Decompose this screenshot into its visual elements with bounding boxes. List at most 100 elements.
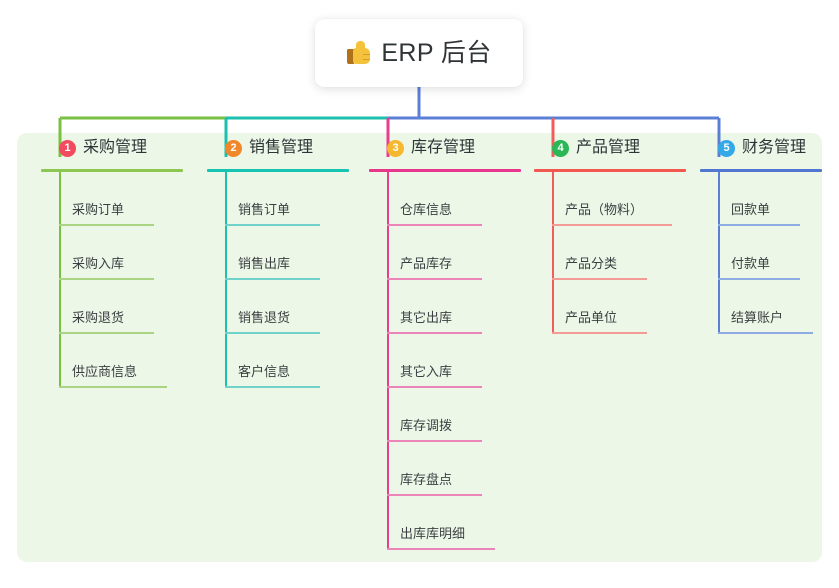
branch-item-label: 库存调拨 (400, 418, 453, 433)
branch-item-label: 销售出库 (238, 256, 291, 271)
branch-title-2: 销售管理 (249, 139, 314, 156)
branch-item-rule (552, 224, 672, 226)
branch-item-label: 回款单 (731, 202, 771, 217)
branch-item[interactable]: 供应商信息 (37, 334, 197, 388)
branch-column-2: 2 销售管理销售订单销售出库销售退货客户信息 (203, 133, 363, 388)
branch-item[interactable]: 客户信息 (203, 334, 363, 388)
branch-item-rule (387, 494, 482, 496)
branch-item[interactable]: 仓库信息 (365, 172, 535, 226)
branch-item-label: 结算账户 (731, 310, 784, 325)
branch-item-rule (718, 278, 800, 280)
branch-badge-2: 2 (225, 139, 242, 157)
branch-spine-1 (59, 172, 61, 388)
branch-items-1: 采购订单采购入库采购退货供应商信息 (37, 172, 197, 388)
branch-spine-3 (387, 172, 389, 550)
branch-item[interactable]: 产品单位 (530, 280, 700, 334)
branch-item-rule (552, 278, 647, 280)
branch-item[interactable]: 库存盘点 (365, 442, 535, 496)
branch-item-rule (59, 332, 154, 334)
branch-header-2[interactable]: 2 销售管理 (203, 133, 363, 163)
branch-badge-1: 1 (59, 139, 76, 157)
branch-item-label: 销售订单 (238, 202, 291, 217)
branch-title-5: 财务管理 (742, 139, 807, 156)
branch-item[interactable]: 销售退货 (203, 280, 363, 334)
branch-item-rule (552, 332, 647, 334)
branch-item[interactable]: 销售出库 (203, 226, 363, 280)
branch-item[interactable]: 采购订单 (37, 172, 197, 226)
branch-spine-2 (225, 172, 227, 388)
branch-item-rule (59, 224, 154, 226)
branch-item-rule (387, 386, 482, 388)
branch-item-label: 客户信息 (238, 364, 291, 379)
branch-item-rule (387, 440, 482, 442)
branch-item[interactable]: 结算账户 (696, 280, 836, 334)
branch-items-2: 销售订单销售出库销售退货客户信息 (203, 172, 363, 388)
branch-title-4: 产品管理 (576, 139, 641, 156)
branch-item-label: 采购退货 (72, 310, 125, 325)
branch-item-label: 产品（物料） (565, 202, 644, 217)
branch-item-rule (387, 278, 482, 280)
branch-rule-5 (700, 169, 822, 172)
branch-items-3: 仓库信息产品库存其它出库其它入库库存调拨库存盘点出库库明细 (365, 172, 535, 550)
branch-items-4: 产品（物料） 产品分类产品单位 (530, 172, 700, 334)
branch-item[interactable]: 采购退货 (37, 280, 197, 334)
branch-header-3[interactable]: 3 库存管理 (365, 133, 535, 163)
branch-item-rule (718, 332, 813, 334)
branch-badge-5: 5 (718, 139, 735, 157)
root-node-content: ERP 后台 (346, 40, 491, 66)
thumbs-up-icon (346, 40, 372, 66)
branch-rule-1 (41, 169, 183, 172)
branch-title-3: 库存管理 (411, 139, 476, 156)
branch-item-label: 供应商信息 (72, 364, 138, 379)
branch-item[interactable]: 产品（物料） (530, 172, 700, 226)
branch-item[interactable]: 库存调拨 (365, 388, 535, 442)
branch-header-5[interactable]: 5 财务管理 (696, 133, 836, 163)
branch-item-label: 产品单位 (565, 310, 618, 325)
branch-item-rule (225, 332, 320, 334)
branch-item-label: 其它出库 (400, 310, 453, 325)
branch-item-rule (387, 332, 482, 334)
branch-badge-3: 3 (387, 139, 404, 157)
branch-item[interactable]: 其它入库 (365, 334, 535, 388)
branch-column-1: 1 采购管理采购订单采购入库采购退货供应商信息 (37, 133, 197, 388)
branch-item-label: 产品分类 (565, 256, 618, 271)
branch-columns: 1 采购管理采购订单采购入库采购退货供应商信息 2 销售管理销售订单销售出库销售退货客… (17, 133, 822, 562)
branch-item-label: 出库库明细 (400, 526, 466, 541)
branch-item-rule (387, 224, 482, 226)
branch-item[interactable]: 其它出库 (365, 280, 535, 334)
branch-item-rule (225, 278, 320, 280)
branch-spine-4 (552, 172, 554, 334)
branch-title-1: 采购管理 (83, 139, 148, 156)
branch-item-rule (59, 386, 167, 388)
branch-item-label: 采购订单 (72, 202, 125, 217)
branch-header-4[interactable]: 4 产品管理 (530, 133, 700, 163)
branch-spine-5 (718, 172, 720, 334)
branch-item-label: 采购入库 (72, 256, 125, 271)
branch-item[interactable]: 产品库存 (365, 226, 535, 280)
branch-item-rule (718, 224, 800, 226)
branch-item-label: 付款单 (731, 256, 771, 271)
branch-item-label: 其它入库 (400, 364, 453, 379)
branch-item-label: 库存盘点 (400, 472, 453, 487)
branch-item-rule (59, 278, 154, 280)
branch-item-rule (225, 224, 320, 226)
root-node-title: ERP 后台 (381, 38, 492, 67)
branch-rule-4 (534, 169, 686, 172)
branch-items-5: 回款单付款单结算账户 (696, 172, 836, 334)
branch-header-1[interactable]: 1 采购管理 (37, 133, 197, 163)
branch-badge-4: 4 (552, 139, 569, 157)
branch-column-5: 5 财务管理回款单付款单结算账户 (696, 133, 836, 334)
branch-item[interactable]: 销售订单 (203, 172, 363, 226)
branch-item[interactable]: 出库库明细 (365, 496, 535, 550)
root-node-card[interactable]: ERP 后台 (315, 19, 523, 87)
branch-item-rule (225, 386, 320, 388)
branch-item[interactable]: 产品分类 (530, 226, 700, 280)
branch-item[interactable]: 采购入库 (37, 226, 197, 280)
branch-item[interactable]: 付款单 (696, 226, 836, 280)
branch-rule-3 (369, 169, 521, 172)
branch-item-label: 仓库信息 (400, 202, 453, 217)
branch-item[interactable]: 回款单 (696, 172, 836, 226)
branch-item-label: 销售退货 (238, 310, 291, 325)
branch-item-rule (387, 548, 495, 550)
branch-item-label: 产品库存 (400, 256, 453, 271)
